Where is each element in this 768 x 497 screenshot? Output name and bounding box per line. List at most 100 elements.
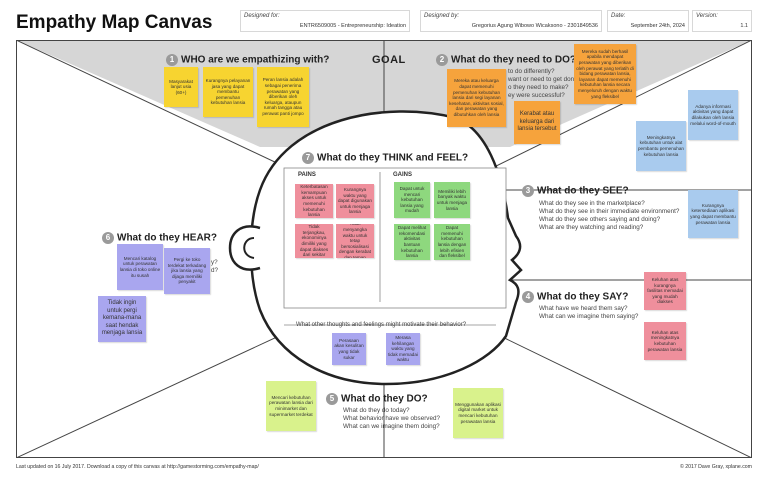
think-other-prompt: What other thoughts and feelings might m… (296, 322, 467, 328)
date-label: Date: (611, 13, 626, 19)
version-label: Version: (696, 13, 718, 19)
sticky-note[interactable]: Masyarakat lanjut usia (60+) (164, 67, 198, 107)
sticky-note[interactable]: Keterbatasan kemampuan akses untuk memen… (295, 184, 333, 218)
designed-by-label: Designed by: (424, 13, 460, 19)
note-text: Tidak terjangkau, ekonominya dimiliki ya… (299, 224, 329, 258)
date-value: September 24th, 2024 (630, 23, 685, 29)
note-text: Dapat melihat rekomendasi aktivitas bant… (397, 225, 427, 259)
section-say-number: 4 (522, 291, 534, 303)
prompt-line: want or need to get done? (508, 76, 582, 83)
prompt-line: to do differently? (508, 68, 555, 75)
note-text: Tidak ingin untuk pergi kemana-mana saat… (101, 300, 143, 337)
gains-label: GAINS (393, 172, 413, 178)
section-hear-prompts-partial: y? d? (211, 259, 218, 275)
note-text: Merasa kehilangan waktu yang tidak memad… (388, 335, 418, 363)
date-field[interactable]: Date: September 24th, 2024 (607, 10, 689, 32)
section-see-title: What do they SEE? (537, 185, 629, 197)
sticky-note[interactable]: Keluhan atas kurangnya fasilitas memadai… (644, 272, 686, 310)
sticky-note[interactable]: Dapat memenuhi kebutuhan lansia dengan l… (434, 224, 470, 260)
section-who-number: 1 (166, 54, 178, 66)
section-do-number: 5 (326, 393, 338, 405)
note-text: Keluhan atas kurangnya fasilitas memadai… (647, 277, 683, 305)
sticky-note[interactable]: Peran lansia adalah sebagai penerima per… (257, 67, 309, 127)
sticky-note[interactable]: Pergi ke toko terdekat terkadang jika la… (164, 248, 210, 294)
sticky-note[interactable]: Menggunakan aplikasi digital market untu… (453, 388, 503, 438)
sticky-note[interactable]: Kurangnya pelayanan jasa yang dapat memb… (203, 67, 253, 117)
sticky-note[interactable]: Mereka atau keluarga dapat memenuhi peme… (447, 69, 506, 127)
sticky-note[interactable]: Adanya informasi aktivitas yang dapat di… (688, 90, 738, 140)
version-field[interactable]: Version: 1.1 (692, 10, 752, 32)
section-do-need-title: What do they need to DO? (451, 54, 576, 66)
prompt-line: What do they see others saying and doing… (539, 216, 661, 223)
note-text: Kurangnya pelayanan jasa yang dapat memb… (205, 78, 251, 106)
page-title: Empathy Map Canvas (16, 12, 213, 33)
section-hear-number: 6 (102, 232, 114, 244)
note-text: Mereka atau keluarga dapat memenuhi peme… (449, 78, 504, 117)
sticky-note[interactable]: Keluhan atas meningkatnya kebutuhan pera… (644, 322, 686, 360)
note-text: Mencari kebutuhan perawatan lansia dari … (269, 394, 313, 417)
designed-for-field[interactable]: Designed for: ENTR6509005 - Entrepreneur… (240, 10, 410, 32)
note-text: Dapat memenuhi kebutuhan lansia dengan l… (437, 225, 467, 259)
goal-label: GOAL (372, 54, 406, 66)
note-text: Keluhan atas meningkatnya kebutuhan pera… (647, 329, 683, 352)
sticky-note[interactable]: Dapat melihat rekomendasi aktivitas bant… (394, 224, 430, 260)
note-text: Adanya informasi aktivitas yang dapat di… (690, 103, 736, 126)
sticky-note[interactable]: Merasa kehilangan waktu yang tidak memad… (386, 333, 420, 365)
sticky-note[interactable]: Tidak ingin untuk pergi kemana-mana saat… (98, 296, 146, 342)
prompt-line: What do they do today? (343, 407, 410, 414)
prompt-line: What have we heard them say? (539, 305, 628, 312)
sticky-note[interactable]: Tidak menyangka waktu untuk tetap bersos… (336, 224, 374, 258)
section-see-number: 3 (522, 185, 534, 197)
version-value: 1.1 (740, 23, 748, 29)
sticky-note[interactable]: Kurangnya ketersediaan aplikasi yang dap… (688, 190, 738, 238)
footer-right: © 2017 Dave Gray, xplane.com (679, 464, 752, 470)
note-text: Keterbatasan kemampuan akses untuk memen… (300, 184, 328, 218)
prompt-line: d? (211, 267, 219, 274)
sticky-note[interactable]: Perasaan akan kesulitan yang tidak sukar (332, 333, 366, 365)
note-text: Kurangnya ketersediaan aplikasi yang dap… (690, 202, 736, 225)
section-who-title: WHO are we empathizing with? (181, 54, 330, 66)
sticky-note[interactable]: Mencari katalog untuk perawatan lansia d… (117, 244, 163, 290)
sticky-note[interactable]: Dapat untuk mencari kebutuhan lansia yan… (394, 182, 430, 218)
section-do-need-number: 2 (436, 54, 448, 66)
canvas-frame (16, 40, 752, 458)
pains-label: PAINS (298, 172, 316, 178)
section-do-title: What do they DO? (341, 393, 428, 405)
sticky-note[interactable]: Mencari kebutuhan perawatan lansia dari … (266, 381, 316, 431)
note-text: Tidak menyangka waktu untuk tetap bersos… (339, 224, 371, 258)
section-say-title: What do they SAY? (537, 291, 629, 303)
designed-for-label: Designed for: (244, 13, 280, 19)
note-text: Masyarakat lanjut usia (60+) (169, 78, 193, 95)
prompt-line: What do they see in their immediate envi… (539, 208, 680, 215)
sticky-note[interactable]: Memiliki lebih banyak waktu untuk menjag… (434, 182, 470, 218)
sticky-note[interactable]: Kerabat atau keluarga dari lansia terseb… (514, 101, 560, 144)
prompt-line: What can we imagine them doing? (343, 423, 440, 430)
note-text: Mencari katalog untuk perawatan lansia d… (119, 255, 161, 278)
section-do-prompts: What do they do today? What behavior hav… (343, 407, 440, 431)
section-hear-title: What do they HEAR? (117, 232, 217, 244)
section-see-prompts: What do they see in the marketplace? Wha… (539, 200, 679, 232)
note-text: Kerabat atau keluarga dari lansia terseb… (517, 111, 557, 133)
prompt-line: y? (211, 259, 218, 266)
note-text: Peran lansia adalah sebagai penerima per… (262, 77, 304, 116)
note-text: Kurangnya waktu yang dapat digunakan unt… (338, 187, 372, 215)
sticky-note[interactable]: Kurangnya waktu yang dapat digunakan unt… (336, 184, 374, 218)
sticky-note[interactable]: Mereka sudah berhasil apabila mendapat p… (574, 44, 636, 104)
prompt-line: What are they watching and reading? (539, 224, 644, 231)
note-text: Pergi ke toko terdekat terkadang jika la… (167, 257, 207, 285)
note-text: Memiliki lebih banyak waktu untuk menjag… (436, 188, 468, 211)
designed-for-value: ENTR6509005 - Entrepreneurship: Ideation (299, 23, 406, 29)
sticky-note[interactable]: Tidak terjangkau, ekonominya dimiliki ya… (295, 224, 333, 258)
designed-by-value: Gregorius Agung Wibowo Wicaksono - 23018… (471, 23, 598, 29)
sticky-note[interactable]: Meningkatnya kebutuhan untuk alat pemban… (636, 121, 686, 171)
designed-by-field[interactable]: Designed by: Gregorius Agung Wibowo Wica… (420, 10, 602, 32)
note-text: Mereka sudah berhasil apabila mendapat p… (576, 48, 634, 99)
prompt-line: What can we imagine them saying? (539, 313, 639, 320)
prompt-line: What do they see in the marketplace? (539, 200, 645, 207)
